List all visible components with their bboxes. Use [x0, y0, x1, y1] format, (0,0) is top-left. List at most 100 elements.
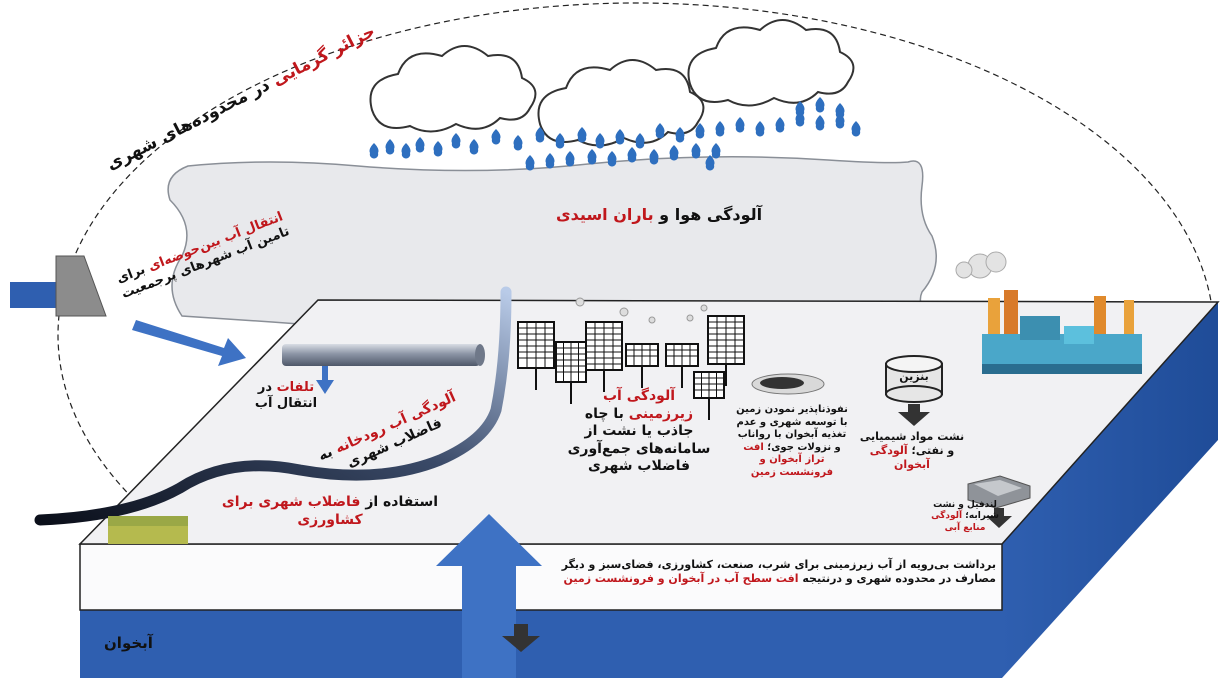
- imperv-line3: تغذیه آبخوان با رواناب: [737, 429, 847, 440]
- raindrop-icon: [369, 143, 379, 159]
- landfill-icon: [967, 475, 1031, 509]
- transfer-arrow: [132, 320, 246, 366]
- losses-part3: انتقال آب: [254, 396, 318, 412]
- imperv-red1: افت: [743, 441, 764, 453]
- aquifer-text: آبخوان: [104, 634, 153, 652]
- imperv-red2: تراز آبخوان و: [759, 454, 825, 465]
- gw-part2: زیرزمینی: [628, 405, 694, 422]
- imperv-line1: نفوذناپذیر نمودن زمین: [736, 404, 848, 415]
- raindrop-icon: [627, 147, 637, 163]
- raindrop-icon: [649, 149, 659, 165]
- raindrop-icon: [815, 97, 825, 113]
- raindrop-icon: [851, 121, 861, 137]
- agri-part2: فاضلاب شهری برای: [221, 494, 361, 510]
- imperv-line4: و نزولات جوی؛: [767, 441, 841, 453]
- raindrop-icon: [711, 143, 721, 159]
- raindrop-icon: [655, 123, 665, 139]
- agri-part3: کشاورزی: [297, 511, 363, 528]
- raindrop-icon: [451, 133, 461, 149]
- raindrop-icon: [587, 149, 597, 165]
- raindrop-icon: [535, 127, 545, 143]
- gw-part6: فاضلاب شهری: [587, 458, 691, 474]
- raindrop-icon: [565, 151, 575, 167]
- raindrop-icon: [607, 151, 617, 167]
- raindrop-icon: [675, 127, 685, 143]
- landfill-leak-arrow: [986, 508, 1012, 528]
- agri-part1: استفاده از: [365, 494, 439, 510]
- reservoir: [10, 282, 62, 308]
- raindrop-icon: [705, 155, 715, 171]
- raindrop-icon: [415, 137, 425, 153]
- cloud-icon: [687, 19, 855, 107]
- raindrop-icon: [433, 141, 443, 157]
- imperv-line2: با توسعه شهری و عدم: [736, 416, 848, 428]
- impermeable-label: نفوذناپذیر نمودن زمین با توسعه شهری و عد…: [732, 404, 852, 479]
- losses-label: تلفات در انتقال آب: [246, 380, 326, 413]
- fuel-line2: و نفتی؛: [911, 443, 955, 457]
- landfill-line2: شیرابه؛: [965, 511, 999, 522]
- overdraft-line1: برداشت بی‌رویه از آب زیرزمینی برای شرب، …: [561, 558, 996, 571]
- fuel-tank-label: بنزین: [888, 370, 940, 384]
- raindrop-icon: [715, 121, 725, 137]
- raindrop-icon: [635, 133, 645, 149]
- gw-part5: سامانه‌های جمع‌آوری: [567, 440, 711, 457]
- imperv-red3: فرونشست زمین: [750, 466, 834, 478]
- ground-side-face: [1002, 302, 1218, 678]
- pipe-end: [475, 344, 485, 366]
- fuel-tank-icon: [885, 355, 943, 403]
- air-part1: آلودگی هوا: [674, 205, 763, 224]
- gw-part3: با چاه: [584, 405, 624, 422]
- landfill-red1: آلودگی: [931, 511, 963, 522]
- aquifer-label: آبخوان: [104, 634, 153, 653]
- field-detail: [108, 526, 188, 544]
- raindrop-icon: [835, 103, 845, 119]
- raindrop-icon: [615, 129, 625, 145]
- agriculture-label: استفاده از فاضلاب شهری برای کشاورزی: [210, 494, 450, 529]
- raindrop-icon: [735, 117, 745, 133]
- transfer-pipe: [282, 344, 480, 366]
- extraction-arrow: [436, 514, 542, 678]
- overdraft-line2a: مصارف در محدوده شهری و درنتیجه: [802, 571, 996, 585]
- gw-part1: آلودگی آب: [602, 388, 676, 404]
- raindrop-icon: [513, 135, 523, 151]
- raindrop-icon: [755, 121, 765, 137]
- factory-icon: [955, 251, 1142, 374]
- buildings: [517, 315, 745, 420]
- fuel-line1: نشت مواد شیمیایی: [859, 430, 965, 443]
- dam-icon: [55, 255, 107, 317]
- river: [34, 286, 512, 526]
- raindrop-icon: [815, 115, 825, 131]
- raindrop-icon: [595, 133, 605, 149]
- landfill-label: لندفیل و نشت شیرابه؛ آلودگی منابع آبی: [922, 500, 1008, 534]
- groundwater-label: آلودگی آب زیرزمینی با چاه جاذب یا نشت از…: [544, 388, 734, 476]
- ground-front-face: [79, 543, 1003, 611]
- smoke-icon: [575, 297, 708, 324]
- raindrop-icon: [795, 101, 805, 117]
- landfill-red2: منابع آبی: [944, 522, 986, 533]
- fuel-leak-arrow: [898, 404, 930, 426]
- raindrop-icon: [555, 133, 565, 149]
- raindrop-icon: [775, 117, 785, 133]
- landfill-line1: لندفیل و نشت: [933, 500, 997, 510]
- cloud-icon: [369, 45, 537, 133]
- raindrops: [369, 97, 861, 171]
- raindrop-icon: [491, 129, 501, 145]
- overdraft-line2b: افت سطح آب در آبخوان و فرونشست زمین: [563, 571, 799, 585]
- raindrop-icon: [525, 155, 535, 171]
- overdraft-label: برداشت بی‌رویه از آب زیرزمینی برای شرب، …: [540, 558, 996, 586]
- drawdown-arrow: [502, 624, 540, 652]
- raindrop-icon: [577, 127, 587, 143]
- fuel-leak-label: نشت مواد شیمیایی و نفتی؛ آلودگی آبخوان: [852, 430, 972, 471]
- aquifer-layer: [80, 610, 1002, 678]
- raindrop-icon: [545, 153, 555, 169]
- raindrop-icon: [385, 139, 395, 155]
- loss-arrow: [316, 366, 334, 394]
- raindrop-icon: [669, 145, 679, 161]
- fuel-red2: آبخوان: [894, 457, 930, 471]
- air-part3: باران اسیدی: [556, 205, 654, 224]
- raindrop-icon: [401, 143, 411, 159]
- raindrop-icon: [691, 143, 701, 159]
- gw-part4: جاذب یا نشت از: [584, 423, 694, 439]
- raindrop-icon: [695, 123, 705, 139]
